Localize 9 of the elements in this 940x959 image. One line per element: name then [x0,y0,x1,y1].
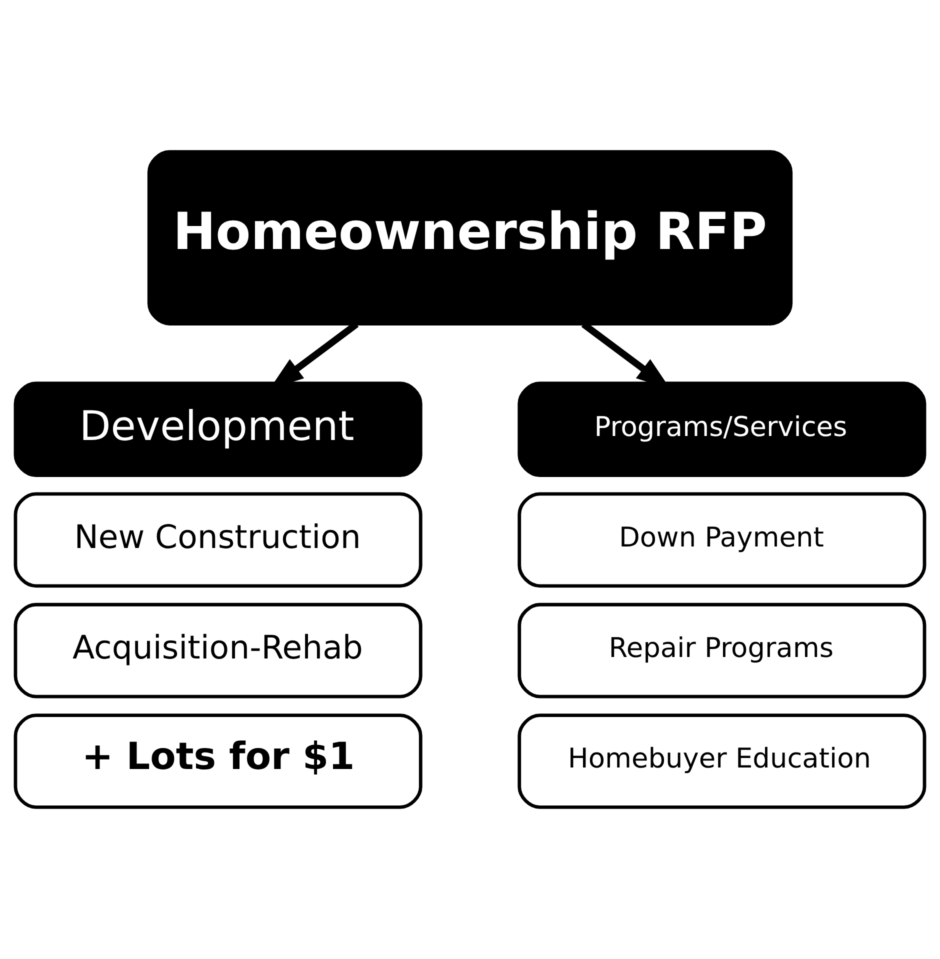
node-box: Homebuyer Education [518,714,926,809]
node-box: Acquisition-Rehab [14,602,422,698]
node-box: Down Payment [518,492,926,588]
node-box: + Lots for $1 [14,714,422,809]
node-box: New Construction [14,492,422,588]
node-box: Development [14,382,422,477]
node-box: Repair Programs [518,602,926,698]
node-box: Homeownership RFP [147,150,793,326]
node-box: Programs/Services [518,382,926,477]
